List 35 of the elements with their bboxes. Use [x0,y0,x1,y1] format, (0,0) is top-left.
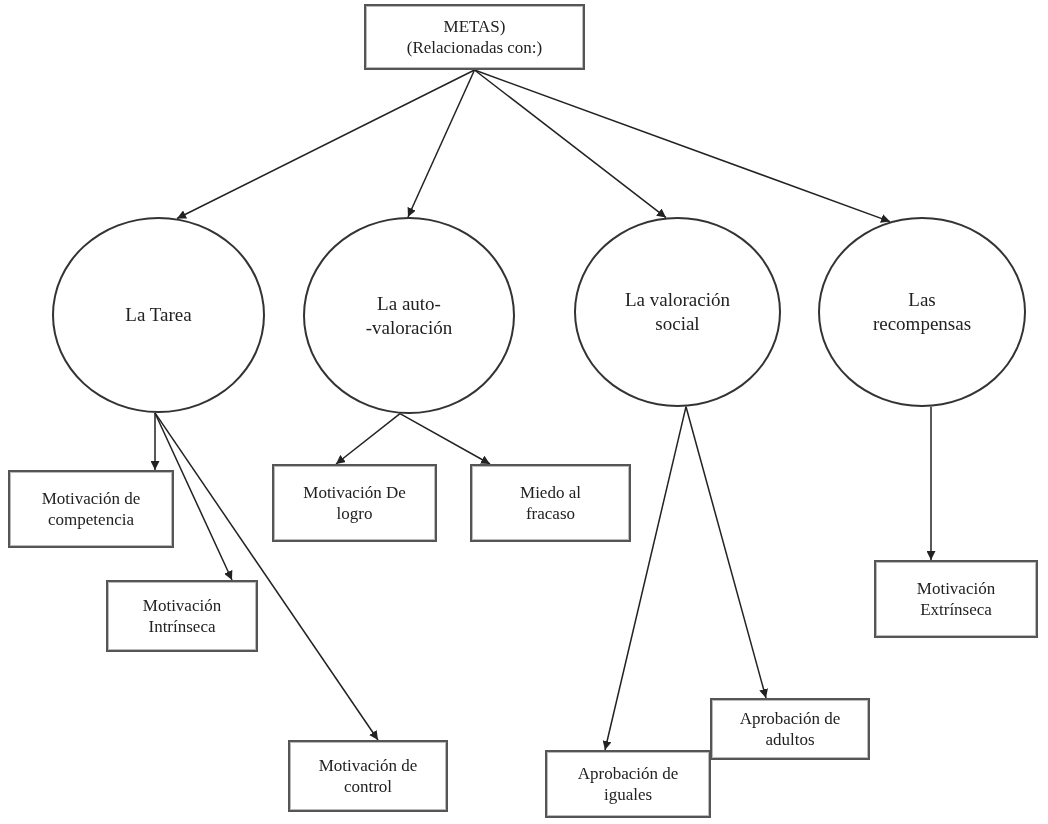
arrow [154,412,379,741]
node-text: Motivación de control [317,754,419,798]
arrow [399,412,491,465]
node-text: La valoración social [624,288,731,336]
node-text: Miedo al fracaso [519,481,582,525]
node-text: La auto- -valoración [364,291,454,340]
node-text: Motivación Extrínseca [915,577,997,621]
node-text: Motivación De logro [302,481,407,525]
node-text: La Tarea [125,303,192,327]
concept-box [874,560,1038,638]
node-text: (Relacionadas con:) [406,37,543,59]
arrow [685,405,768,699]
node-text: Motivación Intrínseca [141,594,223,638]
concept-box [470,464,631,542]
concept-box [364,4,585,70]
arrow [407,69,476,218]
concept-box [710,698,870,760]
node-text: METAS) [443,15,506,37]
node-text: Las recompensas [871,288,973,336]
concept-box [272,464,437,542]
concept-box [545,750,711,818]
arrow [926,405,936,561]
node-text: Aprobación de iguales [576,762,680,806]
arrow [335,412,401,465]
arrow [473,69,667,219]
concept-box [288,740,448,812]
concept-box [8,470,174,548]
arrow [176,69,476,220]
arrow [154,412,233,581]
concept-box [106,580,258,652]
arrow [473,69,891,223]
node-text: Aprobación de adultos [738,707,842,751]
node-text: Motivación de competencia [40,487,142,531]
arrow [150,412,160,471]
arrow [602,405,687,751]
